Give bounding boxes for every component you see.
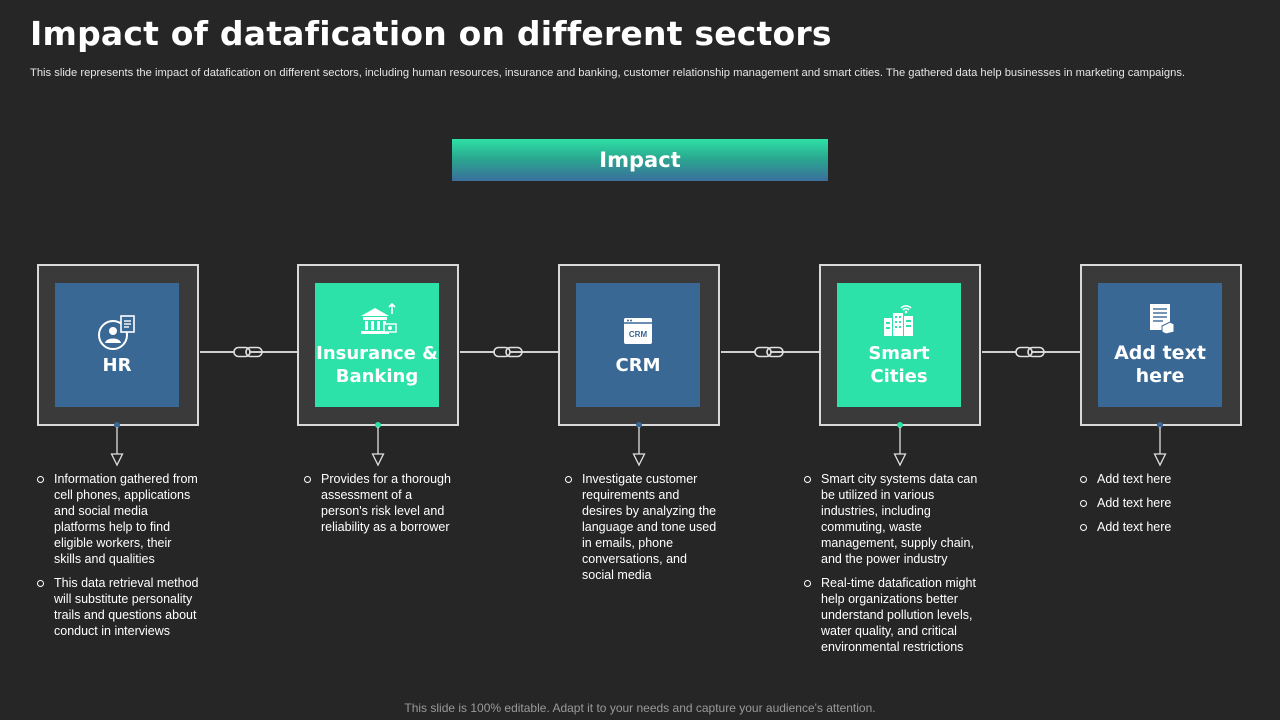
- sector-label: Smart Cities: [868, 343, 930, 387]
- sector-label: Insurance & Banking: [316, 343, 438, 387]
- hr-person-document-icon: [98, 314, 135, 350]
- down-arrow-icon: [632, 422, 646, 467]
- chain-link-icon: [1015, 346, 1045, 358]
- sector-label: Add text here: [1114, 342, 1206, 387]
- list-item: Information gathered from cell phones, a…: [36, 471, 201, 567]
- sector-tile-hr: HR: [55, 283, 179, 407]
- list-item: Smart city systems data can be utilized …: [803, 471, 993, 567]
- list-item: Real-time datafication might help organi…: [803, 575, 993, 655]
- page-title: Impact of datafication on different sect…: [30, 14, 832, 53]
- sector-points-smart-cities: Smart city systems data can be utilized …: [803, 471, 993, 663]
- sector-points-insurance-banking: Provides for a thorough assessment of a …: [303, 471, 458, 543]
- bank-money-icon: [361, 302, 397, 334]
- crm-icon-text: CRM: [629, 330, 648, 339]
- footer-note: This slide is 100% editable. Adapt it to…: [404, 701, 876, 715]
- sector-tile-insurance-banking: Insurance & Banking: [315, 283, 439, 407]
- list-item: Add text here: [1079, 495, 1229, 511]
- page-subtitle: This slide represents the impact of data…: [30, 67, 1186, 79]
- chain-link-icon: [754, 346, 784, 358]
- chain-link-icon: [233, 346, 263, 358]
- smart-city-buildings-icon: [884, 305, 913, 336]
- crm-window-icon: CRM: [624, 317, 652, 344]
- impact-label: Impact: [599, 148, 681, 172]
- impact-header-bar: Impact: [452, 139, 828, 181]
- sector-tile-smart-cities: Smart Cities: [837, 283, 961, 407]
- down-arrow-icon: [893, 422, 907, 467]
- down-arrow-icon: [110, 422, 124, 467]
- sector-points-add-text: Add text here Add text here Add text her…: [1079, 471, 1229, 543]
- chain-link-icon: [493, 346, 523, 358]
- document-hand-icon: [1150, 304, 1175, 335]
- sector-points-hr: Information gathered from cell phones, a…: [36, 471, 201, 647]
- list-item: Investigate customer requirements and de…: [564, 471, 719, 583]
- sector-points-crm: Investigate customer requirements and de…: [564, 471, 719, 591]
- sector-card-hr: HR: [37, 264, 199, 426]
- list-item: Provides for a thorough assessment of a …: [303, 471, 458, 535]
- list-item: This data retrieval method will substitu…: [36, 575, 201, 639]
- down-arrow-icon: [1153, 422, 1167, 467]
- sector-tile-crm: CRM CRM: [576, 283, 700, 407]
- sector-label: CRM: [615, 354, 661, 376]
- list-item: Add text here: [1079, 519, 1229, 535]
- sector-card-crm: CRM CRM: [558, 264, 720, 426]
- list-item: Add text here: [1079, 471, 1229, 487]
- sector-label: HR: [102, 354, 132, 376]
- sector-tile-add-text: Add text here: [1098, 283, 1222, 407]
- sector-card-smart-cities: Smart Cities: [819, 264, 981, 426]
- sector-card-add-text: Add text here: [1080, 264, 1242, 426]
- down-arrow-icon: [371, 422, 385, 467]
- sector-card-insurance-banking: Insurance & Banking: [297, 264, 459, 426]
